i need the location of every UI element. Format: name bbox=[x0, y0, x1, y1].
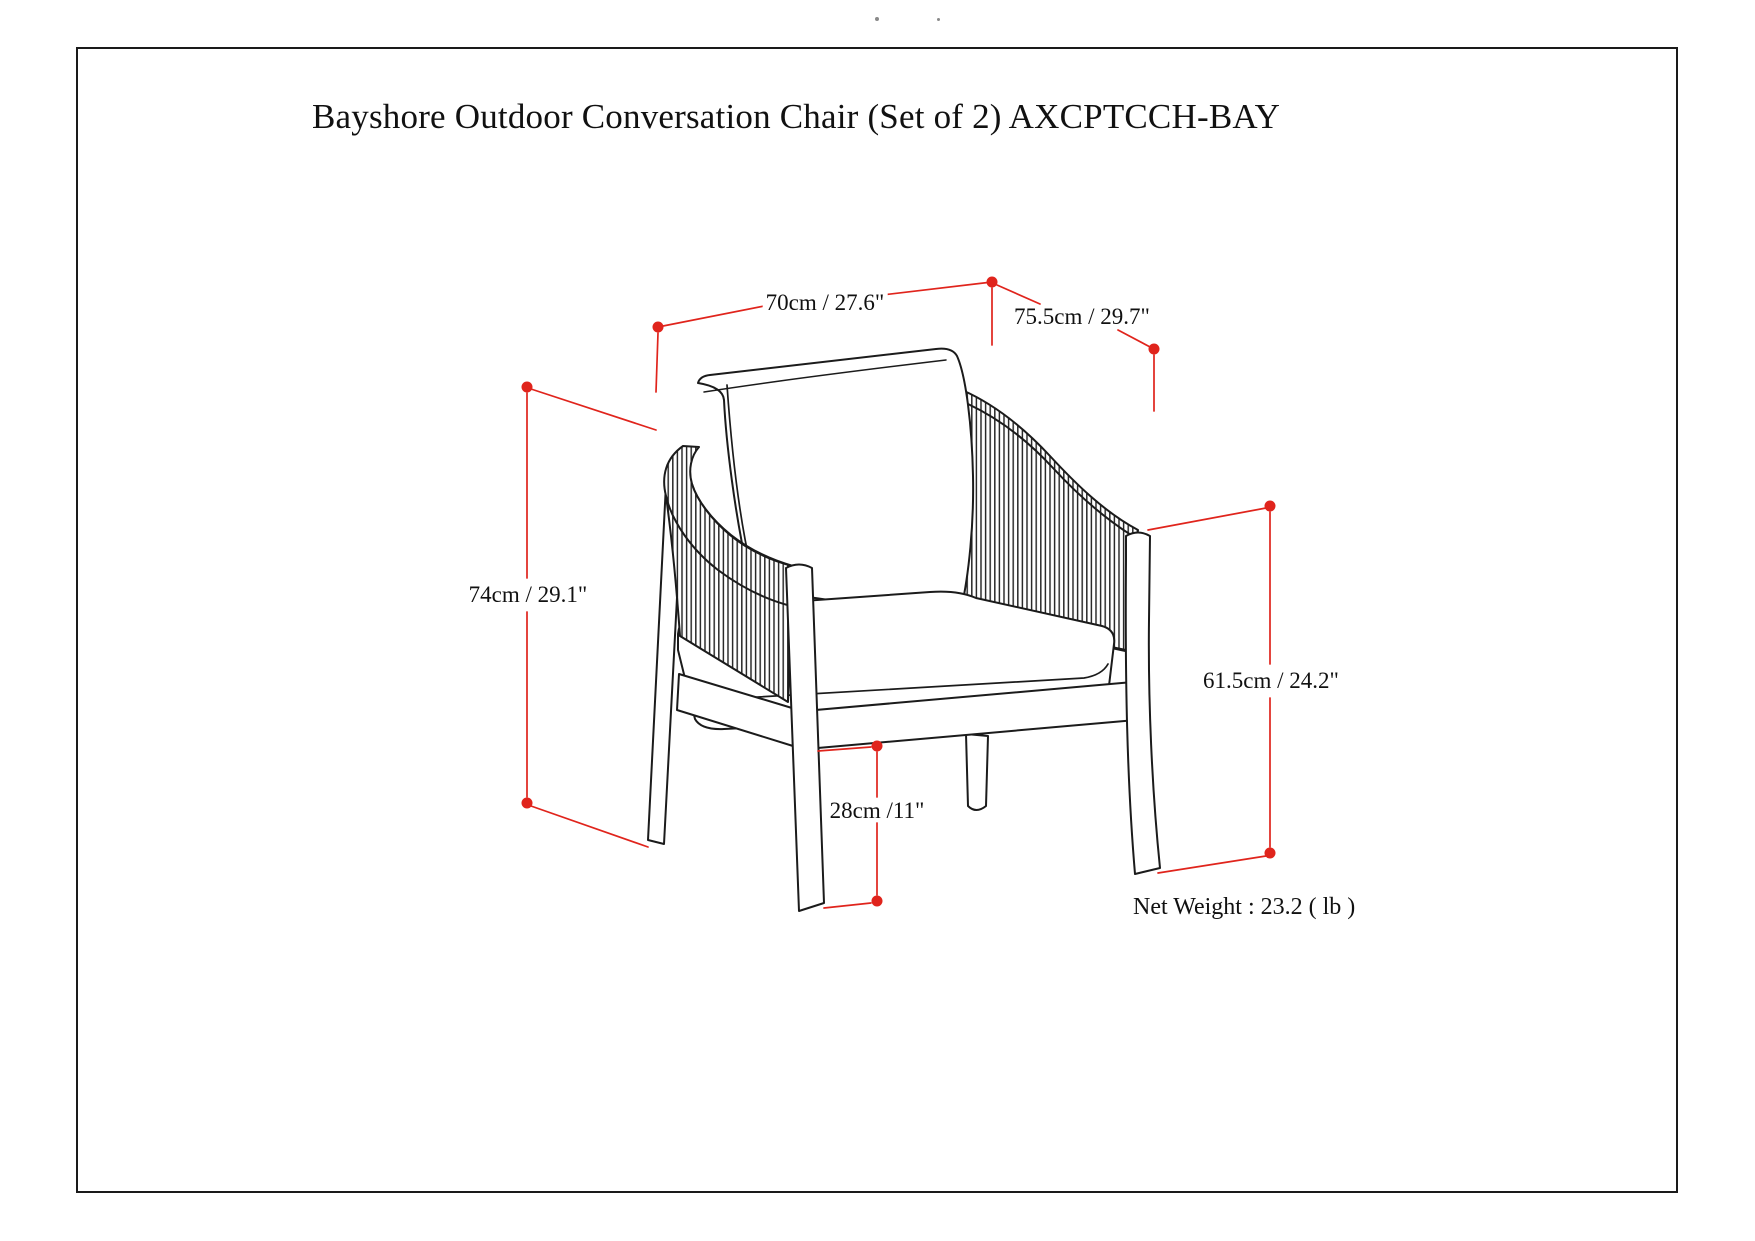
dim-label-arm-height: 61.5cm / 24.2" bbox=[1200, 669, 1342, 692]
speck-dot bbox=[875, 17, 879, 21]
speck-dot bbox=[937, 18, 940, 21]
chair-front-left-post bbox=[785, 563, 825, 912]
chair-front-right-post bbox=[1124, 531, 1161, 875]
dim-label-overall-depth: 75.5cm / 29.7" bbox=[1011, 305, 1153, 328]
dimension-lines bbox=[526, 281, 1271, 909]
page-border bbox=[76, 47, 1678, 1193]
dim-label-seat-height: 28cm /11" bbox=[826, 799, 928, 822]
chair-rope-panel-right bbox=[957, 389, 1139, 653]
net-weight-note: Net Weight : 23.2 ( lb ) bbox=[1133, 894, 1356, 920]
chair-line-art bbox=[647, 347, 1161, 912]
dim-label-overall-width: 70cm / 27.6" bbox=[762, 291, 888, 314]
dimension-endpoints bbox=[521, 276, 1276, 907]
page-title: Bayshore Outdoor Conversation Chair (Set… bbox=[312, 97, 1281, 136]
chair-back-cushion bbox=[697, 347, 975, 619]
dim-label-overall-height: 74cm / 29.1" bbox=[465, 583, 591, 606]
chair-rear-right-leg bbox=[965, 733, 989, 811]
